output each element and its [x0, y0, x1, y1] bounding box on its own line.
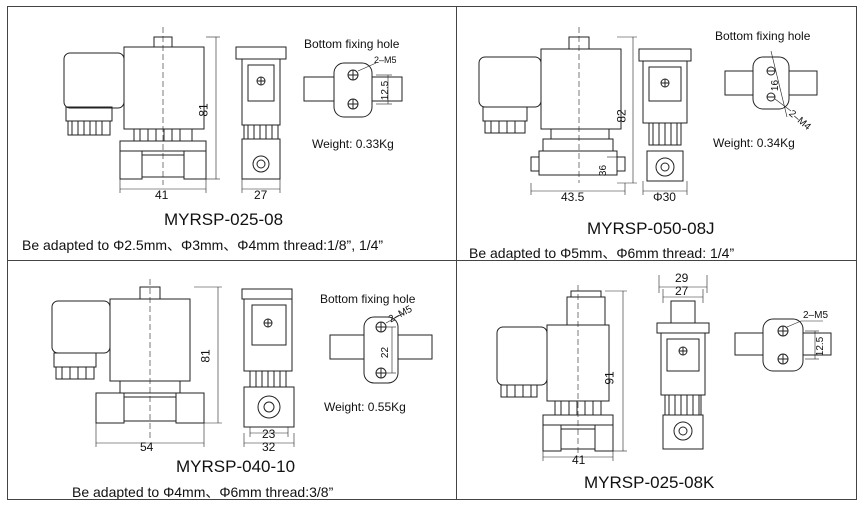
dim-width-side-outer: 32: [262, 440, 276, 454]
dim-hole-thread: 2–M5: [374, 55, 397, 65]
front-view: [51, 279, 222, 447]
side-view: [656, 275, 710, 450]
model-title: MYRSP-025-08: [164, 210, 284, 229]
side-view: [241, 288, 295, 447]
bottom-label: Bottom fixing hole: [304, 37, 400, 51]
dim-width-side-top: 29: [675, 271, 689, 285]
dim-height: 91: [602, 371, 617, 385]
adapted-text: Be adapted to Φ4mm、Φ6mm thread:3/8”: [72, 484, 334, 500]
front-view: [478, 27, 637, 195]
front-view: [63, 27, 220, 193]
dim-hole-thread: 2–M5: [803, 310, 829, 321]
dim-height: 81: [196, 103, 211, 117]
drawing-myrsp-050-08j: [478, 27, 818, 195]
bottom-label: Bottom fixing hole: [715, 29, 811, 43]
weight-label: Weight: 0.34Kg: [713, 136, 795, 150]
bottom-fixing-view: [329, 312, 433, 384]
dim-base-height: 36: [598, 164, 610, 177]
panel-myrsp-050-08j: 82 43.5 36 Φ30 16 2–M4 Bottom fixing hol…: [456, 6, 857, 261]
adapted-text: Be adapted to Φ2.5mm、Φ3mm、Φ4mm thread:1/…: [22, 237, 384, 253]
side-view: [235, 46, 287, 193]
weight-label: Weight: 0.33Kg: [312, 137, 394, 151]
model-title: MYRSP-040-10: [176, 457, 296, 476]
dim-width-front: 41: [572, 453, 586, 467]
dim-width-side: 27: [254, 188, 268, 202]
dim-hole-spacing: 12.5: [380, 80, 392, 101]
side-view: [638, 48, 692, 195]
dim-height: 81: [198, 349, 213, 363]
dim-width-front: 41: [155, 188, 169, 202]
drawing-myrsp-025-08k: [496, 275, 832, 461]
dim-height: 82: [614, 109, 629, 123]
dim-hole-spacing: 22: [380, 346, 392, 359]
drawing-myrsp-025-08: [63, 27, 403, 193]
drawing-myrsp-040-10: [51, 279, 433, 447]
front-view: [496, 285, 627, 461]
dim-width-side-mid: 27: [675, 284, 689, 298]
adapted-text: Be adapted to Φ5mm、Φ6mm thread: 1/4”: [469, 245, 735, 261]
bottom-fixing-view: [734, 318, 832, 372]
dim-width-side-inner: 23: [262, 427, 276, 441]
dim-hole-spacing: 12.5: [815, 336, 827, 357]
dim-width-front: 54: [140, 440, 154, 454]
dim-width-side: Φ30: [653, 190, 676, 204]
weight-label: Weight: 0.55Kg: [324, 400, 406, 414]
bottom-label: Bottom fixing hole: [320, 292, 416, 306]
bottom-fixing-view: [724, 50, 818, 118]
model-title: MYRSP-050-08J: [587, 219, 715, 238]
dim-width-front: 43.5: [561, 190, 585, 204]
dim-hole-spacing: 16: [770, 79, 782, 92]
panel-myrsp-025-08: 81 41 27 2–M5 12.5 Bottom fixing hole We…: [7, 6, 457, 261]
bottom-fixing-view: [303, 62, 403, 118]
panel-myrsp-040-10: 81 54 23 32 2–M5 22 Bottom fixing hole W…: [7, 260, 457, 500]
panel-myrsp-025-08k: 91 41 29 27 2–M5 12.5 MYRSP-025-08K: [456, 260, 857, 500]
model-title: MYRSP-025-08K: [584, 473, 715, 492]
